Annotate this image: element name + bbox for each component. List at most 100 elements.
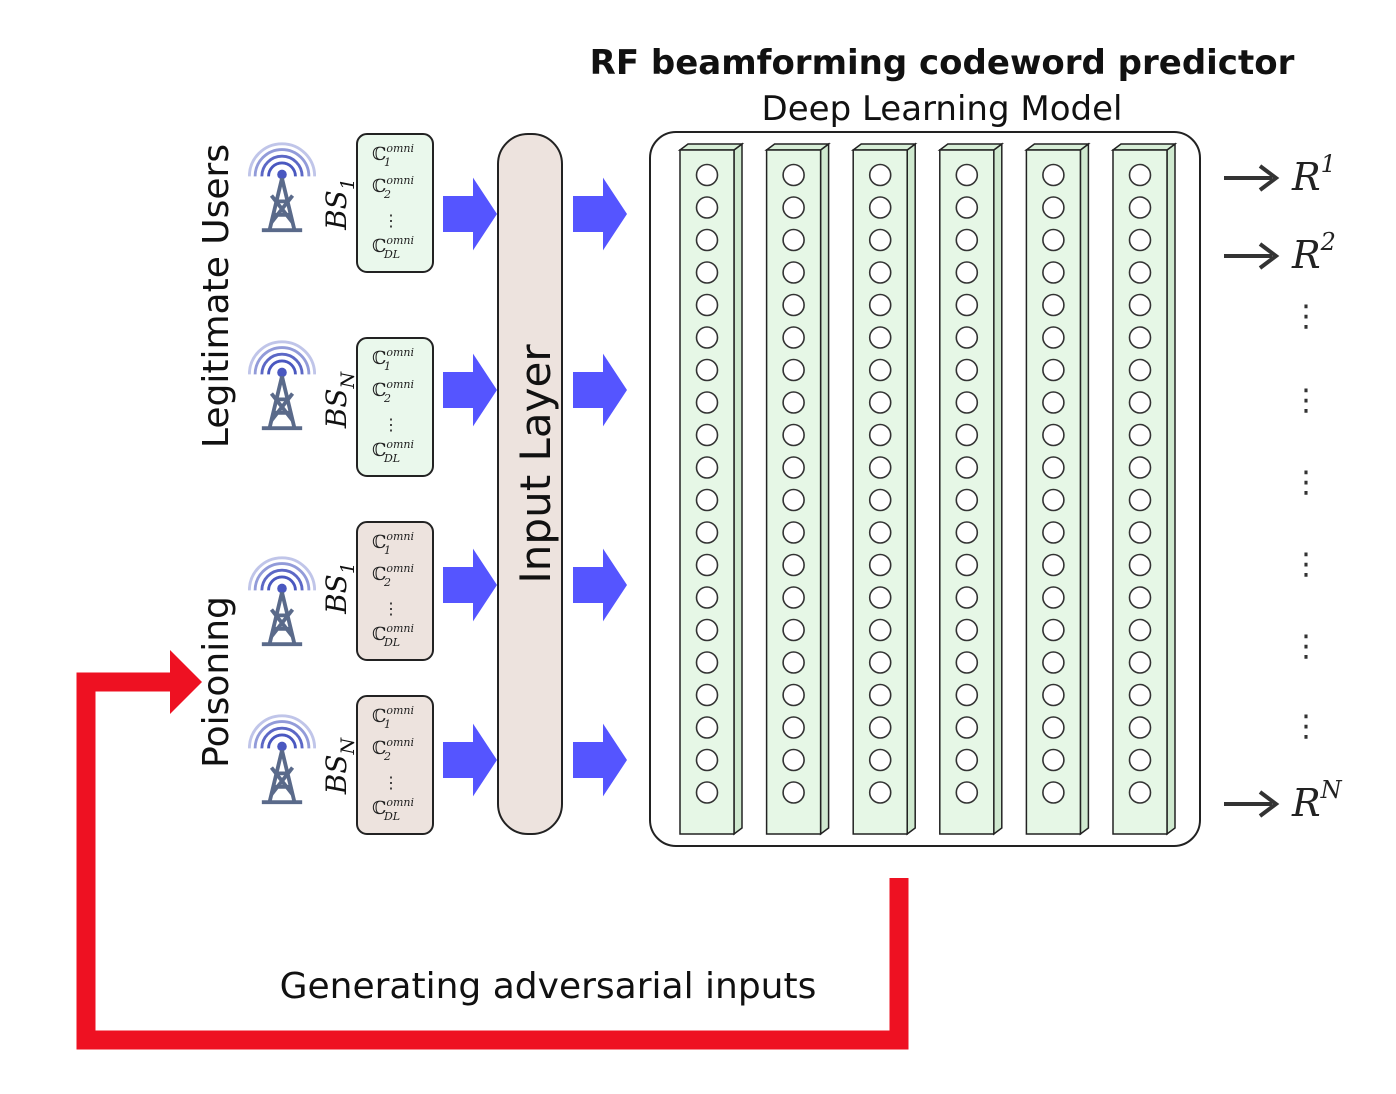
neuron: [1042, 748, 1065, 772]
neuron: [782, 748, 805, 772]
neuron: [1128, 716, 1152, 739]
neuron: [1042, 781, 1065, 804]
bs-label-sub: N: [337, 370, 359, 389]
output-ellipsis: ⋮: [1291, 629, 1321, 664]
neuron: [955, 553, 979, 577]
base-station-label: BSN: [320, 370, 359, 429]
neuron: [955, 781, 979, 804]
neuron: [1042, 391, 1065, 414]
bs-label-sub: N: [337, 736, 359, 755]
neuron: [955, 326, 979, 349]
bs-label-sub: 1: [337, 178, 359, 190]
neuron: [695, 748, 719, 772]
neuron: [1128, 326, 1152, 349]
neuron: [1128, 553, 1152, 577]
neuron: [695, 196, 719, 219]
output-label: R1: [1291, 150, 1336, 199]
output-label: RN: [1291, 776, 1343, 825]
neuron: [955, 488, 979, 512]
neuron: [1128, 293, 1152, 317]
right-arrow-icon: [1258, 790, 1280, 818]
neuron: [868, 163, 892, 187]
neuron: [782, 456, 805, 479]
hidden-layer: [1110, 142, 1178, 836]
neuron: [1042, 423, 1065, 447]
neuron: [782, 488, 805, 512]
neuron: [868, 683, 892, 707]
antenna-tower-icon: [248, 713, 316, 805]
neuron: [1042, 261, 1065, 284]
neuron: [955, 618, 979, 642]
neuron: [955, 228, 979, 252]
input-layer-block: [497, 133, 563, 835]
neuron: [955, 521, 979, 544]
neuron: [695, 586, 719, 609]
neuron: [695, 488, 719, 512]
codeword-ellipsis: ⋮: [383, 599, 399, 618]
neuron: [1042, 521, 1065, 544]
neuron: [1128, 748, 1152, 772]
neuron: [868, 423, 892, 447]
neuron: [695, 716, 719, 739]
neuron: [955, 261, 979, 284]
antenna-tower-icon: [248, 339, 316, 431]
output-ellipsis: ⋮: [1291, 465, 1321, 500]
neuron: [868, 228, 892, 252]
neuron: [695, 163, 719, 187]
neuron: [1128, 196, 1152, 219]
neuron: [955, 716, 979, 739]
neuron: [1128, 391, 1152, 414]
output-ellipsis: ⋮: [1291, 709, 1321, 744]
neuron: [695, 358, 719, 382]
right-arrow-icon: [573, 353, 627, 427]
neuron: [782, 391, 805, 414]
neuron: [782, 228, 805, 252]
neuron: [1042, 586, 1065, 609]
neuron: [695, 391, 719, 414]
neuron: [1128, 456, 1152, 479]
output-item: RN: [1224, 776, 1343, 825]
output-ellipsis: ⋮: [1291, 299, 1321, 334]
neuron: [1042, 618, 1065, 642]
neuron: [868, 196, 892, 219]
bs-label-base: BS: [320, 190, 353, 231]
neuron: [782, 781, 805, 804]
bs-label-base: BS: [320, 574, 353, 615]
neuron: [1128, 488, 1152, 512]
base-station-label: BS1: [320, 562, 359, 615]
neuron: [782, 553, 805, 577]
neuron: [1128, 163, 1152, 187]
neuron: [782, 358, 805, 382]
antenna-tower-icon: [248, 141, 316, 233]
hidden-layer: [850, 142, 918, 836]
neuron: [1128, 618, 1152, 642]
neuron: [868, 293, 892, 317]
neuron: [868, 553, 892, 577]
neuron: [782, 716, 805, 739]
neuron: [955, 293, 979, 317]
neuron: [955, 456, 979, 479]
right-arrow-icon: [443, 548, 497, 622]
neuron: [868, 488, 892, 512]
right-arrow-icon: [1258, 242, 1280, 270]
bs-label-base: BS: [320, 754, 353, 795]
base-station-label: BS1: [320, 178, 359, 231]
neuron: [695, 521, 719, 544]
neuron: [1128, 781, 1152, 804]
neuron: [868, 521, 892, 544]
neuron: [955, 683, 979, 707]
base-station-label: BSN: [320, 736, 359, 795]
neuron: [1128, 683, 1152, 707]
output-item: R1: [1224, 150, 1336, 199]
neuron: [782, 618, 805, 642]
